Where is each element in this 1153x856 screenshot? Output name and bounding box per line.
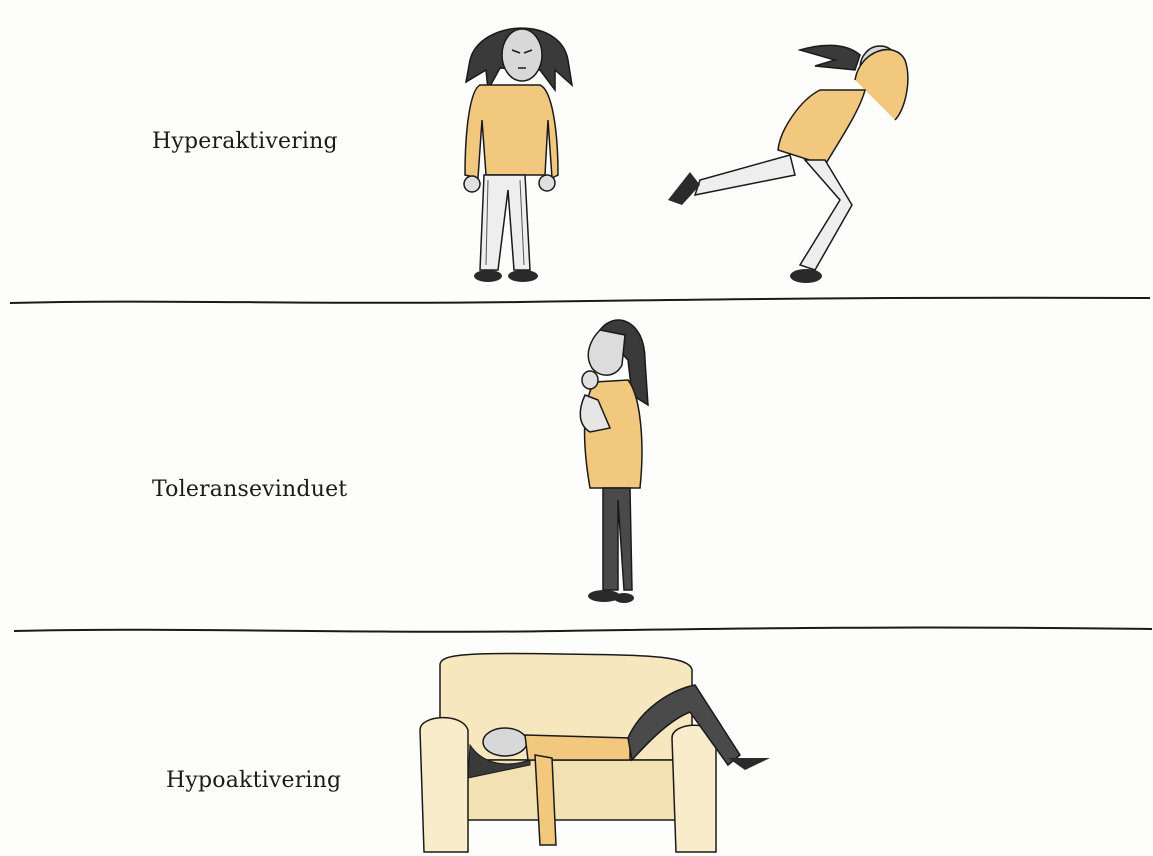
angry-standing-figure (464, 28, 572, 282)
lower-boundary-line (14, 628, 1152, 632)
fleeing-figure (668, 45, 908, 283)
sofa-with-slumped-figure (420, 653, 770, 852)
upper-boundary-line (10, 298, 1150, 303)
calm-thinking-figure (580, 320, 648, 603)
